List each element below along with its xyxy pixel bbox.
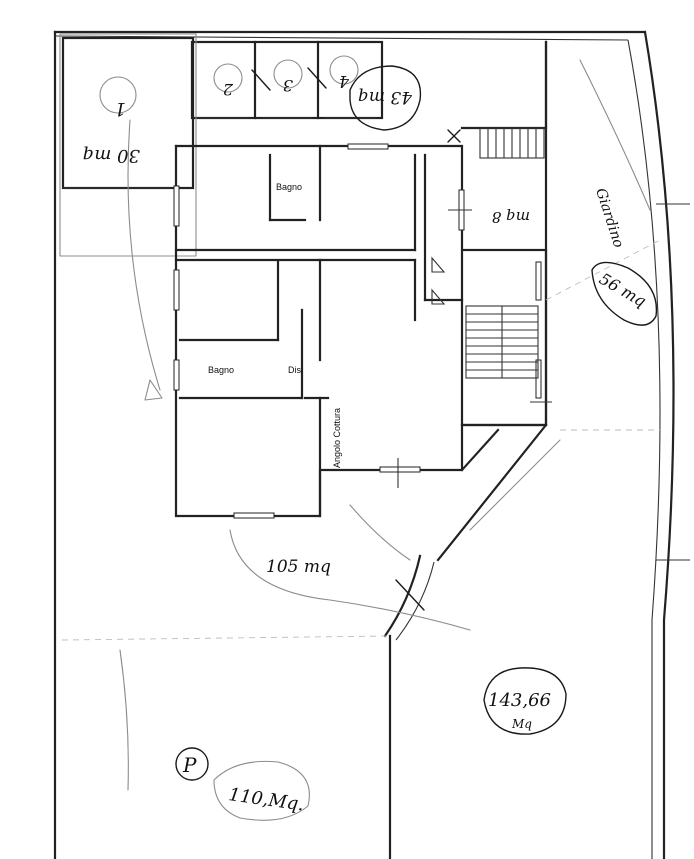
staircase-block [431, 40, 548, 427]
garage-3-number: 4 [339, 72, 350, 91]
apartment [173, 143, 465, 519]
garage-1-number: 2 [223, 80, 234, 99]
label-angolo-cottura: Angolo Cottura [332, 408, 342, 468]
parking-area: 110,Mq. [227, 784, 305, 815]
storage-box-area: 30 mq [83, 145, 140, 166]
garage-2-number: 3 [283, 76, 293, 95]
main-stairs [465, 305, 539, 379]
label-bagno-top: Bagno [276, 182, 302, 192]
light-icon [431, 256, 446, 273]
courtyard-area-unit: Mq [511, 717, 532, 731]
courtyard-walls [383, 423, 548, 859]
main-area: 105 mq [266, 557, 331, 577]
hand-annotations: 1 30 mq 2 3 4 43 mq mq 8 Giardino 56 mq … [83, 55, 658, 821]
label-disimpegno: Dis. [288, 365, 304, 375]
storage-box-number: 1 [115, 98, 126, 119]
upper-stairs [479, 127, 545, 159]
pencil-markings [61, 59, 661, 791]
courtyard-area: 143,66 [488, 690, 551, 711]
room-labels: Bagno Bagno Dis. Angolo Cottura [208, 182, 342, 468]
giardino-label: Giardino [592, 186, 626, 250]
label-bagno-mid: Bagno [208, 365, 234, 375]
boundary-ticks [397, 203, 690, 561]
parking-symbol: P [182, 753, 197, 777]
property-boundary [53, 30, 675, 859]
garage-area: 43 mq [358, 87, 413, 107]
giardino-area: 56 mq [596, 269, 650, 311]
light-icon-2 [431, 288, 446, 305]
room-area-8: mq 8 [492, 208, 530, 226]
